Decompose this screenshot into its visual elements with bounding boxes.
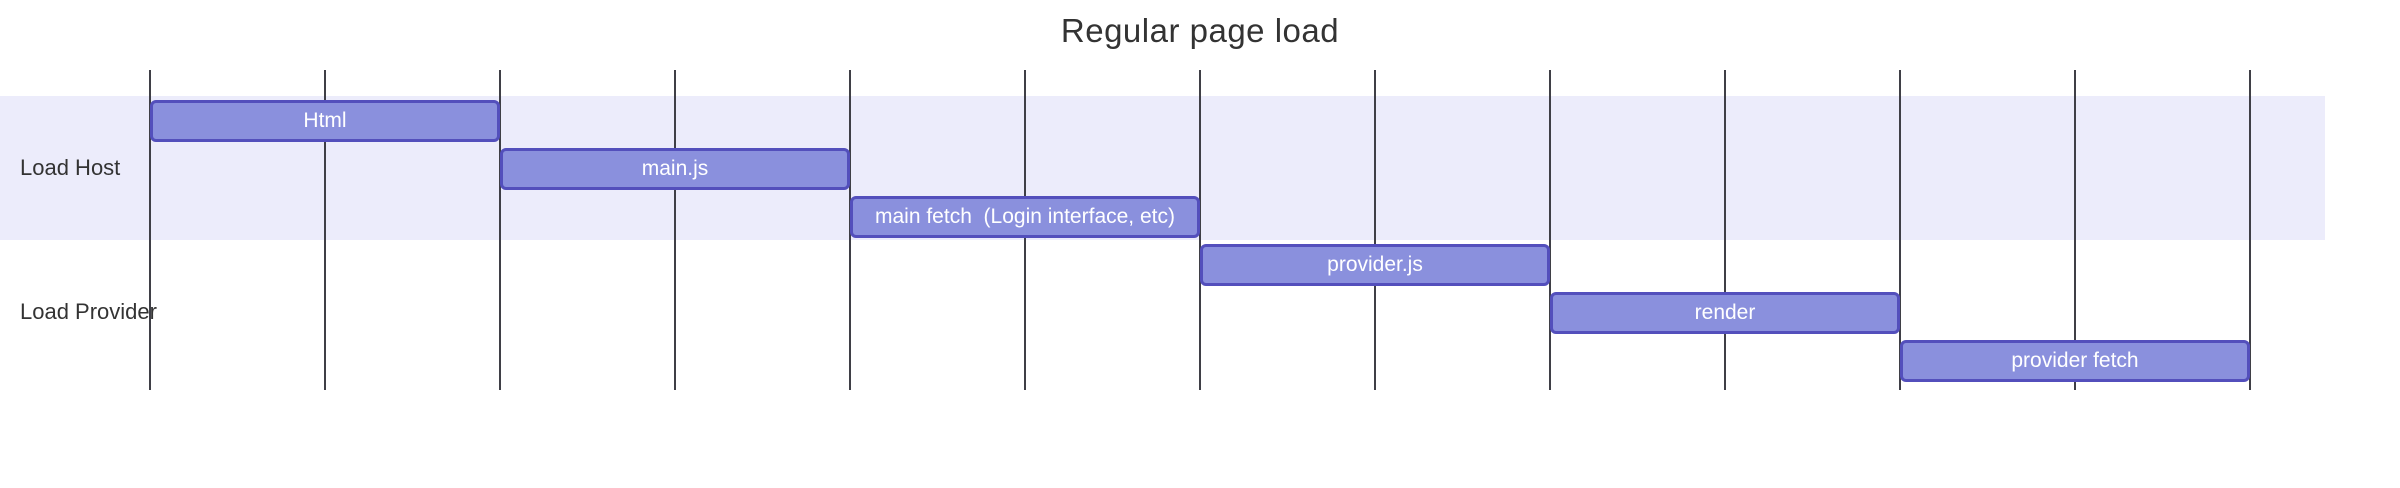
task-label-main-js: main.js bbox=[641, 157, 709, 180]
task-bar-render: render bbox=[1550, 292, 1900, 334]
task-label-provider-js: provider.js bbox=[1327, 253, 1423, 276]
task-label-render: render bbox=[1694, 301, 1756, 324]
task-bar-provider-js: provider.js bbox=[1200, 244, 1550, 286]
task-bar-provider-fetch: provider fetch bbox=[1900, 340, 2250, 382]
section-label-load-host: Load Host bbox=[20, 155, 121, 180]
chart-title: Regular page load bbox=[1060, 12, 1340, 49]
task-bar-html: Html bbox=[150, 100, 500, 142]
task-bar-main-fetch: main fetch (Login interface, etc) bbox=[850, 196, 1200, 238]
task-label-main-fetch: main fetch (Login interface, etc) bbox=[875, 205, 1175, 228]
task-label-html: Html bbox=[303, 109, 347, 132]
section-label-load-provider: Load Provider bbox=[20, 299, 157, 324]
task-label-provider-fetch: provider fetch bbox=[2011, 349, 2139, 372]
task-bar-main-js: main.js bbox=[500, 148, 850, 190]
